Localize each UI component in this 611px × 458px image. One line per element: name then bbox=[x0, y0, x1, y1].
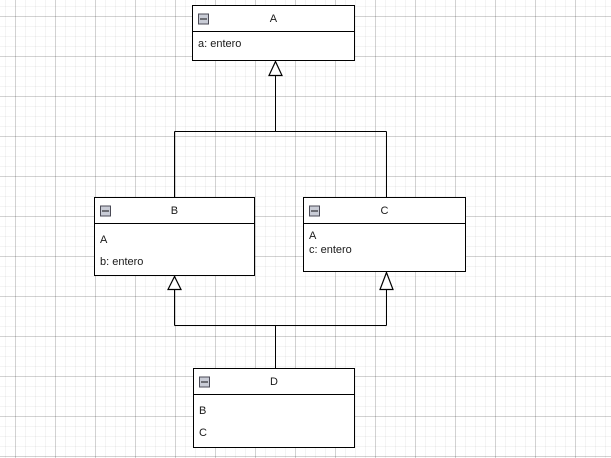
minus-box-icon[interactable] bbox=[100, 205, 111, 216]
uml-class-d-attributes: B C bbox=[194, 395, 354, 444]
generalization-arrow-to-a bbox=[268, 60, 283, 77]
uml-class-a-attributes: a: entero bbox=[193, 32, 354, 51]
uml-attribute: a: entero bbox=[198, 38, 242, 50]
uml-class-c-attributes: A c: entero bbox=[304, 224, 465, 257]
uml-class-b-header: B bbox=[95, 198, 254, 224]
minus-box-icon[interactable] bbox=[198, 13, 209, 24]
uml-class-c-header: C bbox=[304, 198, 465, 224]
minus-box-icon[interactable] bbox=[309, 205, 320, 216]
generalization-arrow-to-b bbox=[167, 275, 182, 291]
uml-class-d-header: D bbox=[194, 369, 354, 395]
uml-attribute: A bbox=[309, 230, 317, 242]
uml-class-b-attributes: A b: entero bbox=[95, 224, 254, 273]
uml-class-a[interactable]: A a: entero bbox=[192, 5, 355, 61]
uml-class-b[interactable]: B A b: entero bbox=[94, 197, 255, 276]
minus-box-icon[interactable] bbox=[199, 376, 210, 387]
uml-class-c-title: C bbox=[380, 204, 389, 217]
uml-class-d-title: D bbox=[269, 375, 279, 388]
uml-attribute: c: entero bbox=[309, 244, 352, 256]
uml-attribute: B bbox=[199, 405, 207, 417]
uml-attribute: b: entero bbox=[100, 256, 144, 268]
uml-attribute: A bbox=[100, 234, 108, 246]
uml-class-d[interactable]: D B C bbox=[193, 368, 355, 448]
uml-class-b-title: B bbox=[170, 204, 179, 217]
uml-class-c[interactable]: C A c: entero bbox=[303, 197, 466, 272]
uml-class-a-header: A bbox=[193, 6, 354, 32]
generalization-arrow-to-c bbox=[379, 270, 394, 291]
uml-attribute: C bbox=[199, 427, 207, 439]
uml-class-a-title: A bbox=[269, 12, 278, 25]
